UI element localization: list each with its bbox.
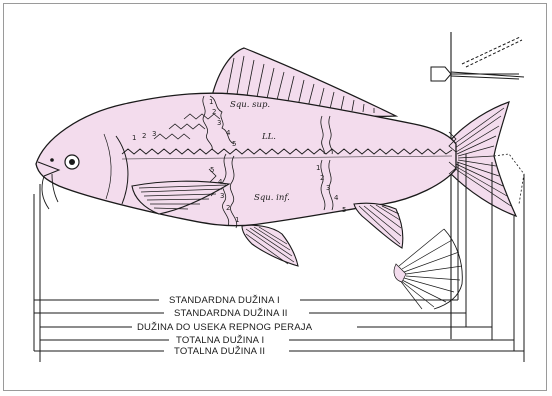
svg-text:3: 3 <box>220 192 224 200</box>
svg-text:3: 3 <box>326 184 330 192</box>
squ-inf-label: Squ. inf. <box>254 193 290 203</box>
svg-text:2: 2 <box>212 108 216 116</box>
lateral-line-label: LL. <box>261 132 276 142</box>
svg-text:3: 3 <box>217 119 221 127</box>
svg-text:4: 4 <box>218 178 223 186</box>
totalna-duzina-2-label: TOTALNA DUŽINA II <box>174 346 265 357</box>
duzina-do-useka-label: DUŽINA DO USEKA REPNOG PERAJA <box>137 322 313 333</box>
measurement-row-2: STANDARDNA DUŽINA II <box>34 308 466 319</box>
svg-text:5: 5 <box>342 206 346 214</box>
svg-text:3: 3 <box>152 130 156 138</box>
svg-text:2: 2 <box>142 132 146 140</box>
squ-sup-label: Squ. sup. <box>230 100 270 110</box>
svg-text:5: 5 <box>232 140 236 148</box>
fin-detail-icon <box>394 229 462 309</box>
svg-text:1: 1 <box>132 134 136 142</box>
svg-text:2: 2 <box>320 174 324 182</box>
pelvic-fin <box>242 225 298 266</box>
svg-text:4: 4 <box>226 129 231 137</box>
caudal-fin <box>449 102 524 216</box>
measurement-row-1: STANDARDNA DUŽINA I <box>34 295 458 306</box>
fish-body <box>36 93 456 226</box>
standardna-duzina-2-label: STANDARDNA DUŽINA II <box>174 308 288 319</box>
totalna-duzina-1-label: TOTALNA DUŽINA I <box>176 335 264 346</box>
svg-text:2: 2 <box>226 204 230 212</box>
measurement-row-5: TOTALNA DUŽINA II <box>34 346 524 357</box>
svg-text:4: 4 <box>334 194 339 202</box>
fish-diagram: 1 2 3 1 2 3 4 5 5 4 3 2 1 1 2 3 4 5 Squ.… <box>4 4 548 392</box>
diagram-frame: 1 2 3 1 2 3 4 5 5 4 3 2 1 1 2 3 4 5 Squ.… <box>3 3 547 391</box>
svg-text:5: 5 <box>210 166 214 174</box>
anal-fin <box>354 203 403 248</box>
measurement-row-3: DUŽINA DO USEKA REPNOG PERAJA <box>40 322 492 333</box>
nostril <box>50 158 54 162</box>
measurement-row-4: TOTALNA DUŽINA I <box>40 335 514 346</box>
svg-text:1: 1 <box>235 216 239 224</box>
svg-text:1: 1 <box>316 164 320 172</box>
svg-text:1: 1 <box>209 98 213 106</box>
fish-eye <box>65 155 79 169</box>
standardna-duzina-1-label: STANDARDNA DUŽINA I <box>169 295 280 306</box>
